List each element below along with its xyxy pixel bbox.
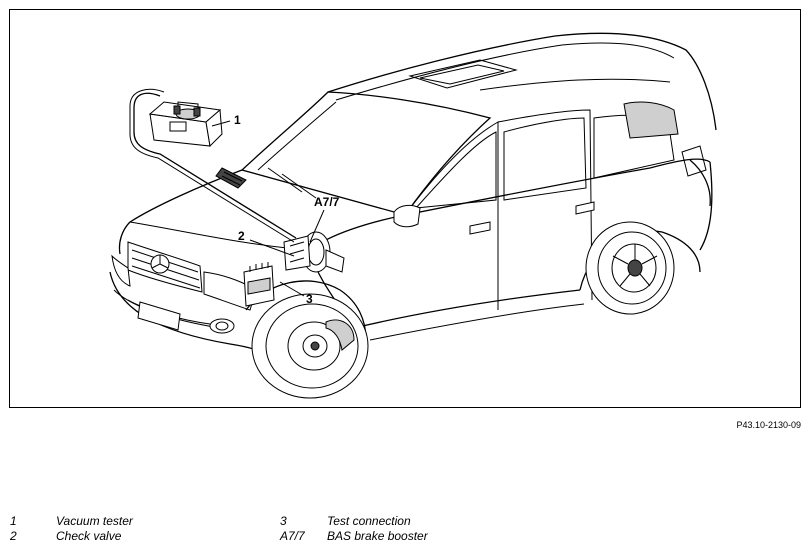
leader-lines — [211, 120, 325, 297]
callout-brake-booster: A7/7 — [314, 195, 340, 209]
legend-number: 2 — [10, 529, 17, 543]
callout-vacuum-tester: 1 — [234, 113, 241, 127]
rear-wheel — [585, 221, 675, 315]
callout-test-connection: 3 — [306, 292, 313, 306]
legend-text: Vacuum tester — [56, 514, 133, 528]
vehicle-diagram — [109, 32, 717, 399]
brake-booster — [283, 231, 345, 273]
callout-check-valve: 2 — [238, 229, 245, 243]
figure-frame: 1 A7/7 2 3 — [9, 9, 801, 408]
hydraulic-unit — [243, 262, 275, 307]
legend-text: BAS brake booster — [327, 529, 428, 543]
vacuum-hose — [133, 92, 297, 239]
vacuum-tester — [148, 101, 223, 148]
legend-number: A7/7 — [280, 529, 305, 543]
car-body — [109, 32, 717, 365]
legend-text: Test connection — [327, 514, 411, 528]
legend-text: Check valve — [56, 529, 122, 543]
legend-number: 1 — [10, 514, 17, 528]
legend-number: 3 — [280, 514, 287, 528]
reference-code: P43.10-2130-09 — [736, 420, 801, 430]
front-wheel — [251, 293, 369, 399]
